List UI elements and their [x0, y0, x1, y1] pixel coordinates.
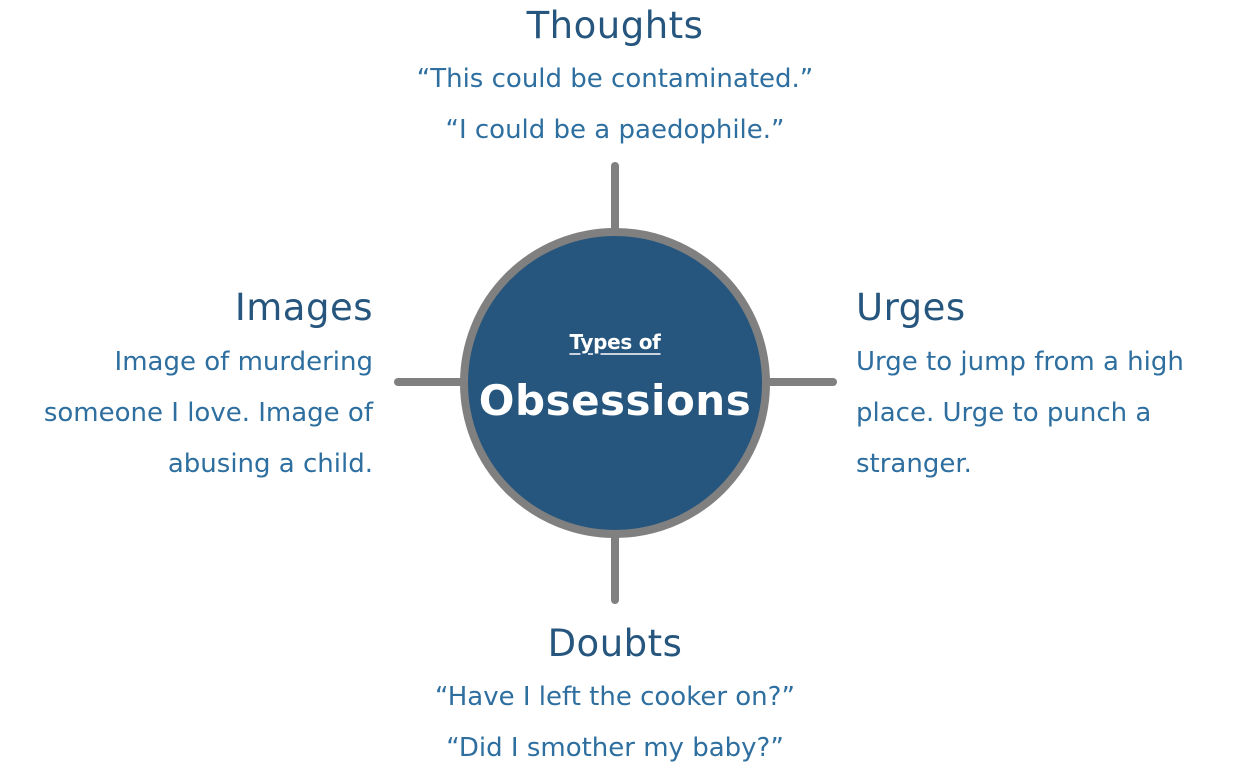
doubts-line-2: “Did I smother my baby?”	[446, 733, 784, 763]
images-line-1: Image of murdering	[114, 347, 373, 377]
thoughts-text: “This could be contaminated.” “I could b…	[340, 54, 890, 156]
connector-top	[611, 162, 619, 234]
doubts-line-1: “Have I left the cooker on?”	[435, 682, 795, 712]
doubts-heading: Doubts	[547, 622, 683, 665]
center-circle: Types of Obsessions	[460, 228, 770, 538]
images-line-3: abusing a child.	[167, 449, 373, 479]
urges-line-3: stranger.	[856, 449, 972, 479]
connector-right	[764, 378, 837, 386]
urges-text: Urge to jump from a high place. Urge to …	[856, 337, 1241, 490]
center-title: Obsessions	[478, 375, 752, 425]
images-line-2: someone I love. Image of	[43, 398, 373, 428]
doubts-text: “Have I left the cooker on?” “Did I smot…	[340, 672, 890, 774]
images-text: Image of murdering someone I love. Image…	[0, 337, 373, 490]
connector-left	[394, 378, 466, 386]
thoughts-line-2: “I could be a paedophile.”	[445, 115, 785, 145]
images-heading: Images	[234, 286, 373, 329]
center-subtitle: Types of	[569, 329, 661, 354]
urges-heading: Urges	[856, 286, 966, 329]
urges-line-1: Urge to jump from a high	[856, 347, 1184, 377]
thoughts-heading: Thoughts	[526, 4, 704, 47]
connector-bottom	[611, 530, 619, 604]
thoughts-line-1: “This could be contaminated.”	[416, 64, 814, 94]
urges-line-2: place. Urge to punch a	[856, 398, 1152, 428]
